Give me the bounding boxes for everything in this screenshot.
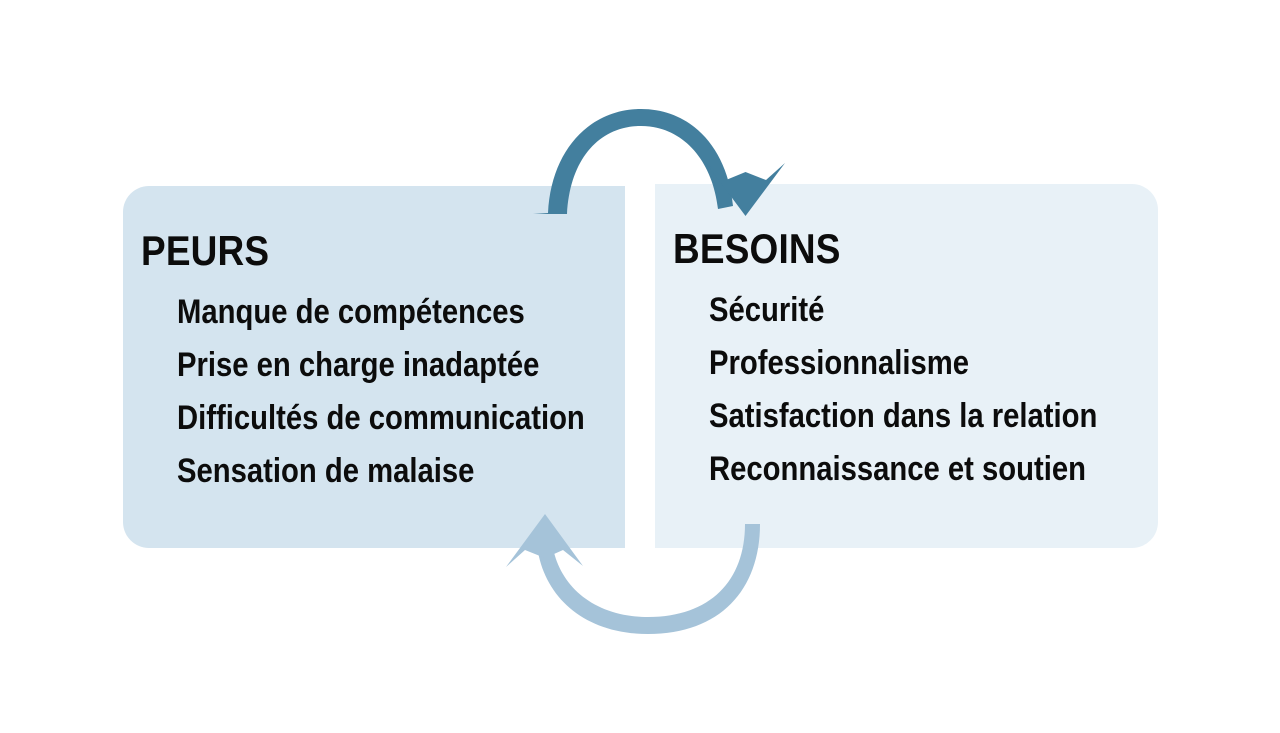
- list-item: Professionnalisme: [709, 344, 970, 382]
- list-item: Reconnaissance et soutien: [709, 450, 1087, 488]
- panel-besoins-content: BESOINS Sécurité Professionnalisme Satis…: [673, 228, 1150, 496]
- panel-besoins: BESOINS Sécurité Professionnalisme Satis…: [655, 184, 1158, 548]
- list-item: Sensation de malaise: [177, 452, 475, 490]
- list-item: Difficultés de communication: [177, 399, 585, 437]
- list-item: Satisfaction dans la relation: [709, 397, 1098, 435]
- panel-besoins-title: BESOINS: [673, 225, 841, 272]
- panel-peurs-content: PEURS Manque de compétences Prise en cha…: [141, 230, 617, 498]
- list-item: Prise en charge inadaptée: [177, 346, 540, 384]
- panel-peurs: PEURS Manque de compétences Prise en cha…: [123, 186, 625, 548]
- list-item: Sécurité: [709, 291, 825, 329]
- panel-peurs-list: Manque de compétences Prise en charge in…: [141, 286, 617, 498]
- panel-besoins-list: Sécurité Professionnalisme Satisfaction …: [673, 284, 1150, 496]
- panel-peurs-title: PEURS: [141, 227, 270, 274]
- list-item: Manque de compétences: [177, 293, 525, 331]
